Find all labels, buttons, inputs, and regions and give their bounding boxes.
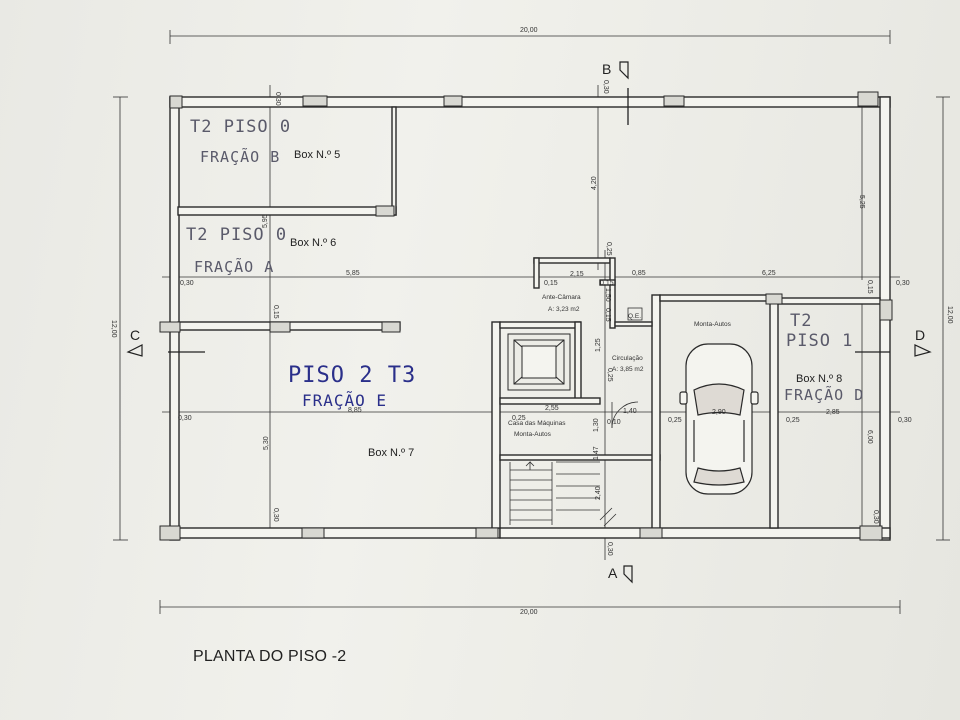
dim-215: 2,15 (570, 271, 584, 278)
room-labels: Box N.º 5 Box N.º 6 Box N.º 7 Box N.º 8 … (290, 149, 842, 459)
dim-525: 5,25 (858, 195, 865, 209)
circulacao-label: Circulação (612, 355, 643, 362)
casa-maquinas-sub: Monta-Autos (514, 431, 552, 438)
dim-025-e: 0,25 (786, 417, 800, 424)
dim-015-left: 0,15 (272, 305, 279, 319)
dim-625: 6,25 (762, 270, 776, 277)
dim-125: 1,25 (595, 338, 602, 352)
section-d-label: D (915, 327, 925, 343)
dim-150: 1,50 (604, 288, 611, 302)
note-e-line2: FRAÇÃO E (302, 391, 387, 410)
dim-025-a: 0,25 (605, 242, 612, 256)
dim-025-b: 0,25 (606, 368, 613, 382)
box-8-label: Box N.º 8 (796, 373, 842, 385)
car-icon (679, 343, 759, 495)
circulacao-area: A: 3,85 m2 (612, 366, 644, 373)
dim-030-right-row: 0,30 (896, 280, 910, 287)
dim-030-bottom-mid: 0,30 (606, 542, 613, 556)
ante-camara-area: A: 3,23 m2 (548, 306, 580, 313)
dim-015-b: 0,15 (600, 280, 614, 287)
dim-025-c: 0,25 (512, 415, 526, 422)
dim-030-right-bottom: 0,30 (872, 510, 879, 524)
qe-panel (627, 307, 643, 321)
dim-015-a: 0,15 (544, 280, 558, 287)
dim-top-total: 20,00 (520, 27, 538, 34)
dim-right-total: 12,00 (946, 306, 953, 324)
section-markers: B A C D (126, 61, 932, 584)
box-6-label: Box N.º 6 (290, 237, 336, 249)
note-a-line2: FRAÇÃO A (194, 257, 274, 276)
note-b-line1: T2 PISO 0 (190, 117, 291, 137)
dim-240: 2,40 (595, 486, 602, 500)
note-e-line1: PISO 2 T3 (288, 363, 416, 388)
box-7-label: Box N.º 7 (368, 447, 414, 459)
monta-autos-label: Monta-Autos (694, 321, 732, 328)
dim-left-total: 12,00 (110, 320, 117, 338)
dim-290: 2,90 (712, 409, 726, 416)
dim-030-bottom-left: 0,30 (272, 508, 279, 522)
section-b-label: B (602, 61, 611, 77)
dim-600: 6,00 (866, 430, 873, 444)
handwritten-notes: T2 PISO 0 FRAÇÃO B T2 PISO 0 FRAÇÃO A PI… (186, 117, 864, 410)
box-5-label: Box N.º 5 (294, 149, 340, 161)
dim-030-right-row2: 0,30 (898, 417, 912, 424)
dim-030-left-row2: 0,30 (178, 415, 192, 422)
dim-085: 0,85 (632, 270, 646, 277)
dimension-labels: 20,00 20,00 12,00 12,00 0,30 0,30 5,95 0… (110, 27, 953, 616)
dim-130: 1,30 (593, 418, 600, 432)
dim-015-c: 0,15 (604, 308, 611, 322)
dim-010: 0,10 (607, 419, 621, 426)
dim-030-top-left: 0,30 (274, 92, 281, 106)
dim-885: 8,85 (348, 407, 362, 414)
casa-maquinas-label: Casa das Máquinas (508, 420, 566, 427)
dim-025-d: 0,25 (668, 417, 682, 424)
dim-147: 1,47 (593, 446, 600, 460)
dim-585: 5,85 (346, 270, 360, 277)
section-c-label: C (130, 327, 140, 343)
dim-420: 4,20 (591, 176, 598, 190)
elevator (507, 333, 571, 391)
note-d-line2: PISO 1 (786, 331, 853, 351)
dim-015-right: 0,15 (866, 280, 873, 294)
dim-530: 5,30 (263, 436, 270, 450)
dim-255: 2,55 (545, 405, 559, 412)
note-d-line3: FRAÇÃO D (784, 385, 864, 404)
dimension-lines (113, 30, 950, 614)
ante-camara-label: Ante-Câmara (542, 294, 581, 301)
note-d-line1: T2 (790, 311, 812, 331)
dim-285: 2,85 (826, 409, 840, 416)
dim-bottom-total: 20,00 (520, 609, 538, 616)
qe-label: Q.E. (628, 313, 641, 320)
plan-title: PLANTA DO PISO -2 (193, 648, 347, 665)
dim-140: 1,40 (623, 408, 637, 415)
dim-595: 5,95 (262, 214, 269, 228)
note-b-line2: FRAÇÃO B (200, 147, 280, 166)
dim-030-top-mid: 0,30 (602, 80, 609, 94)
note-a-line1: T2 PISO 0 (186, 225, 287, 245)
dim-030-left-row: 0,30 (180, 280, 194, 287)
columns (159, 91, 893, 541)
stairs (509, 461, 617, 527)
section-a-label: A (608, 565, 618, 581)
